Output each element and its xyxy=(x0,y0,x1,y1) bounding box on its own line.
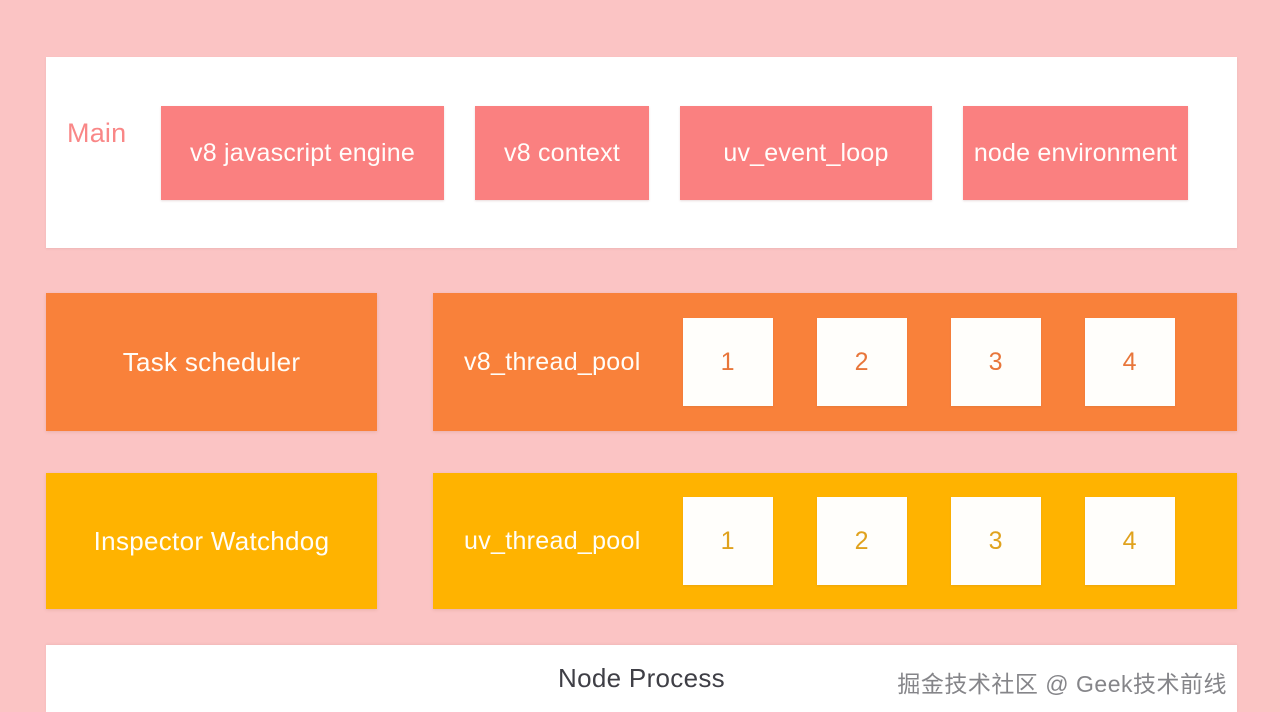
main-box-label: v8 javascript engine xyxy=(190,138,415,167)
task-scheduler-block: Task scheduler xyxy=(46,293,377,431)
uv-thread-pool-block: uv_thread_pool 1 2 3 4 xyxy=(433,473,1237,609)
main-box-uv-event-loop: uv_event_loop xyxy=(680,106,932,200)
node-process-title: Node Process xyxy=(558,663,725,693)
node-process-footer: Node Process 掘金技术社区 @ Geek技术前线 xyxy=(46,645,1237,712)
main-box-v8-javascript-engine: v8 javascript engine xyxy=(161,106,444,200)
v8-thread-pool-block: v8_thread_pool 1 2 3 4 xyxy=(433,293,1237,431)
main-box-v8-context: v8 context xyxy=(475,106,649,200)
v8-thread-slot-4: 4 xyxy=(1084,318,1175,406)
v8-thread-pool-label: v8_thread_pool xyxy=(464,347,641,376)
inspector-watchdog-label: Inspector Watchdog xyxy=(93,525,330,556)
uv-thread-pool-label: uv_thread_pool xyxy=(464,526,641,555)
v8-thread-row: Task scheduler v8_thread_pool 1 2 3 4 xyxy=(0,293,1280,431)
uv-thread-slot-2: 2 xyxy=(816,497,907,585)
v8-thread-slot-1: 1 xyxy=(682,318,773,406)
main-box-node-environment: node environment xyxy=(963,106,1188,200)
main-box-label: v8 context xyxy=(504,138,620,167)
main-box-label: uv_event_loop xyxy=(723,138,889,167)
uv-thread-slot-3: 3 xyxy=(950,497,1041,585)
task-scheduler-label: Task scheduler xyxy=(122,346,301,377)
main-thread-label: Main xyxy=(67,118,127,148)
uv-thread-slot-4: 4 xyxy=(1084,497,1175,585)
main-box-label: node environment xyxy=(973,138,1178,167)
inspector-watchdog-block: Inspector Watchdog xyxy=(46,473,377,609)
v8-thread-slots: 1 2 3 4 xyxy=(682,318,1175,406)
v8-thread-slot-3: 3 xyxy=(950,318,1041,406)
watermark-text: 掘金技术社区 @ Geek技术前线 xyxy=(897,671,1227,697)
uv-thread-slots: 1 2 3 4 xyxy=(682,497,1175,585)
v8-thread-slot-2: 2 xyxy=(816,318,907,406)
uv-thread-row: Inspector Watchdog uv_thread_pool 1 2 3 … xyxy=(0,473,1280,609)
uv-thread-slot-1: 1 xyxy=(682,497,773,585)
main-thread-panel: Main v8 javascript engine v8 context uv_… xyxy=(46,57,1237,248)
